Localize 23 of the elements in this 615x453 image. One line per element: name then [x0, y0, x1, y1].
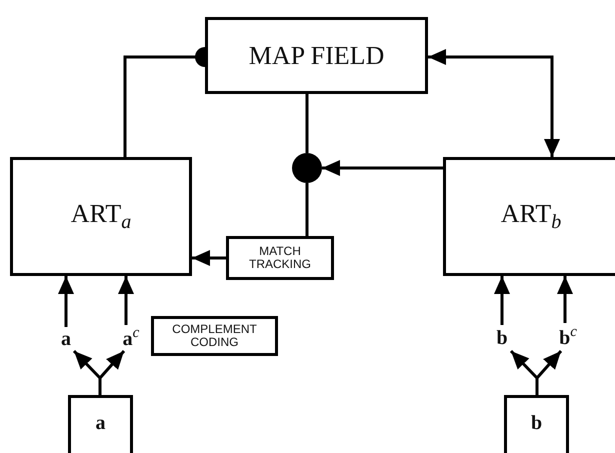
- arrow: [428, 49, 560, 157]
- arrow: [118, 276, 134, 325]
- complement-vector-label: a$^{c}$: [116, 325, 146, 351]
- match-tracking-box: MATCH TRACKING: [226, 236, 334, 280]
- input-box: b: [504, 395, 569, 453]
- map-field-box: MAP FIELD: [205, 17, 428, 94]
- arrow: [192, 250, 226, 266]
- arrow: [322, 160, 443, 176]
- input-vector-label: b: [492, 325, 512, 351]
- arrow: [58, 276, 74, 327]
- connector-line: [306, 94, 308, 153]
- input-box: a: [68, 395, 133, 453]
- art-b-box: ART$_{b}$: [443, 157, 615, 276]
- arrow: [494, 276, 510, 325]
- art-a-box: ART$_{a}$: [10, 157, 192, 276]
- connector-line: [306, 183, 308, 236]
- complement-coding-box: COMPLEMENT CODING: [151, 316, 278, 356]
- arrow: [98, 350, 126, 395]
- arrow: [536, 350, 562, 395]
- input-vector-label: a: [56, 327, 76, 351]
- arrow: [557, 276, 573, 323]
- junction-dot: [292, 153, 322, 183]
- complement-vector-label: b$^{c}$: [553, 323, 583, 351]
